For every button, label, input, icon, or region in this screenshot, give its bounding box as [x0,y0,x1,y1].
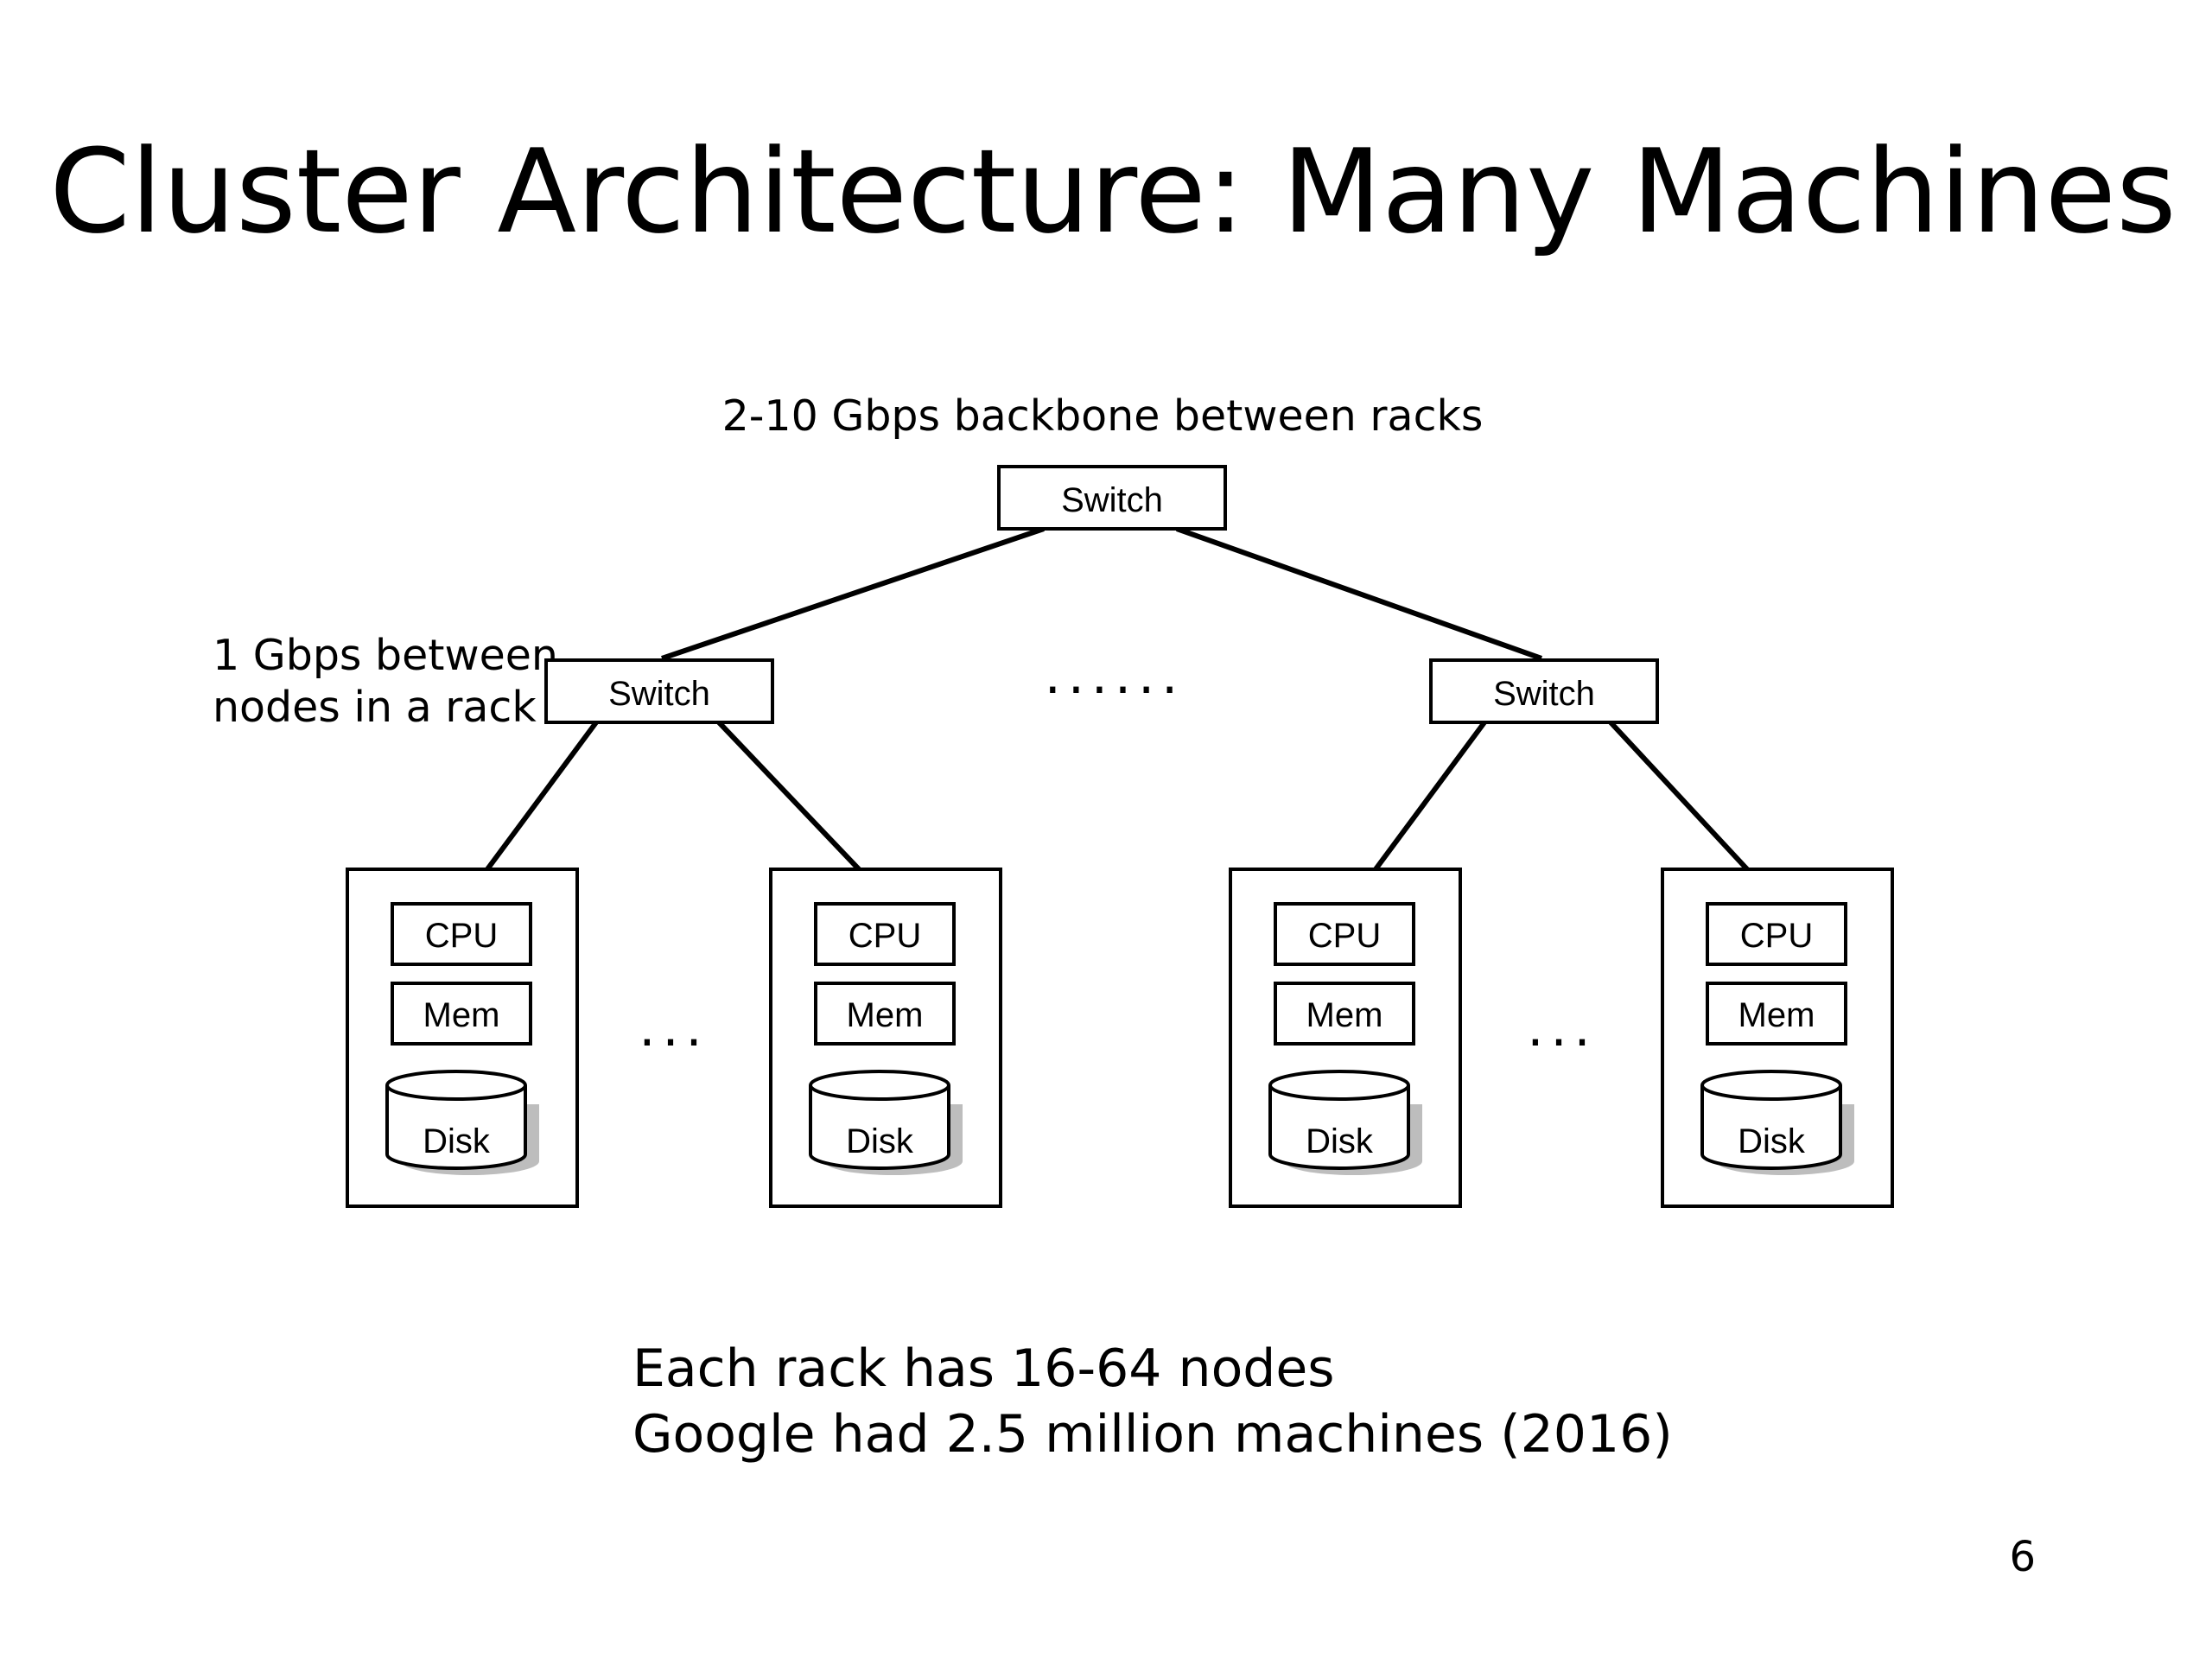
rack-link-left-node2 [716,720,861,872]
cpu-label: CPU [849,917,921,955]
backbone-switch: Switch [997,465,1227,531]
cpu-box [391,902,532,966]
page-number: 6 [2009,1533,2036,1581]
disk-icon: Disk [1268,1070,1422,1175]
backbone-link-right [1175,526,1543,661]
mem-label: Mem [1306,996,1383,1034]
mem-label: Mem [1738,996,1815,1034]
rack-link-right-node1 [1373,721,1487,871]
mem-box [1274,982,1415,1046]
switch-label: Switch [608,675,710,713]
rack-switch-right: Switch [1429,658,1659,724]
cpu-label: CPU [1740,917,1813,955]
mem-label: Mem [847,996,924,1034]
node-2: CPU Mem Disk [769,868,1002,1208]
disk-label: Disk [846,1122,914,1160]
rack-link-left-node1 [485,721,599,871]
slide-title: Cluster Architecture: Many Machines [49,124,2177,259]
rack-bandwidth-label-line1: 1 Gbps between [213,631,558,680]
switch-label: Switch [1061,481,1163,519]
backbone-label: 2-10 Gbps backbone between racks [722,391,1484,441]
rack-link-right-node2 [1608,720,1750,872]
cpu-box [1274,902,1415,966]
cpu-box [814,902,956,966]
disk-icon: Disk [385,1070,539,1175]
footer-line-2: Google had 2.5 million machines (2016) [632,1404,1673,1465]
disk-label: Disk [423,1122,491,1160]
footer-line-1: Each rack has 16-64 nodes [632,1338,1335,1399]
mem-box [1706,982,1847,1046]
disk-label: Disk [1306,1122,1374,1160]
mem-box [814,982,956,1046]
cpu-box [1706,902,1847,966]
disk-icon: Disk [1700,1070,1854,1175]
disk-icon: Disk [809,1070,963,1175]
rack-bandwidth-label-line2: nodes in a rack [213,683,537,732]
backbone-link-left [661,526,1045,661]
node-ellipsis-right: ... [1527,998,1597,1058]
node-3: CPU Mem Disk [1229,868,1462,1208]
rack-ellipsis: ...... [1045,645,1185,706]
node-1: CPU Mem Disk [346,868,579,1208]
disk-label: Disk [1738,1122,1806,1160]
cpu-label: CPU [1308,917,1381,955]
cpu-label: CPU [425,917,498,955]
node-4: CPU Mem Disk [1661,868,1894,1208]
node-ellipsis-left: ... [639,998,709,1058]
switch-label: Switch [1493,675,1595,713]
rack-switch-left: Switch [544,658,774,724]
mem-box [391,982,532,1046]
mem-label: Mem [423,996,500,1034]
